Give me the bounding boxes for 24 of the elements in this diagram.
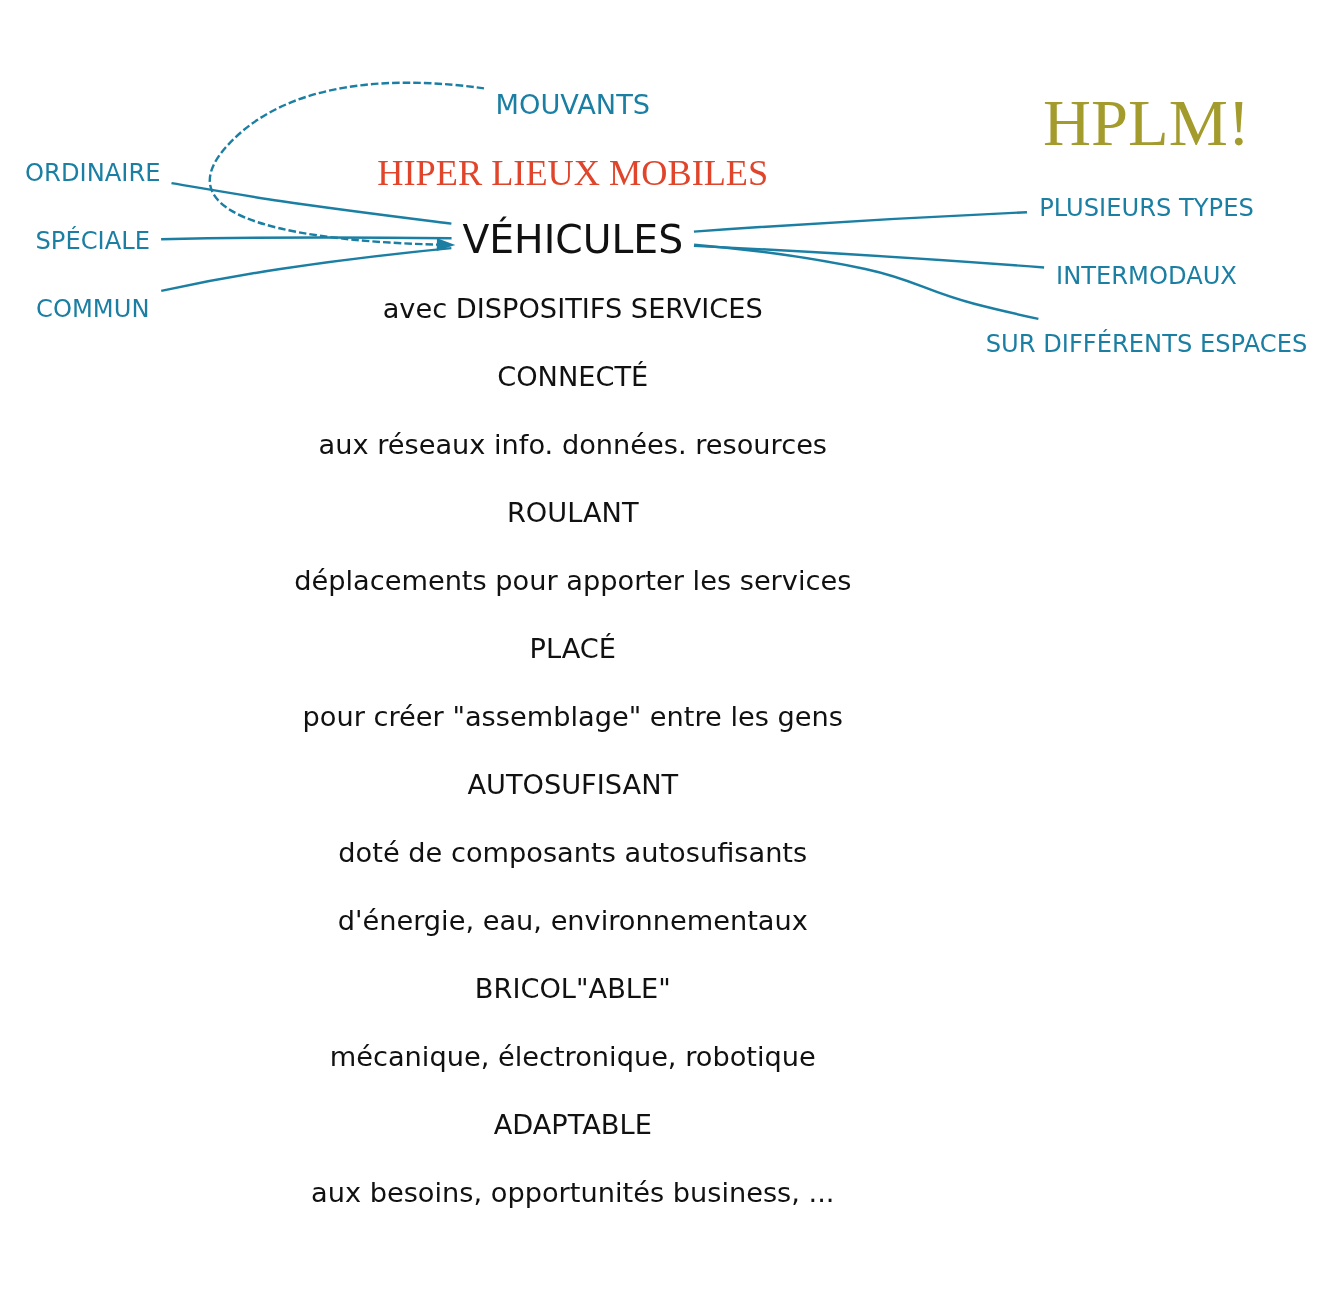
node-text: ORDINAIRE <box>25 158 161 187</box>
node-text: COMMUN <box>36 294 150 323</box>
label: aux réseaux info. données. resources <box>318 428 828 460</box>
node-text: PLUSIEURS TYPES <box>1039 193 1254 222</box>
node-text: SUR DIFFÉRENTS ESPACES <box>985 329 1308 358</box>
node-text: INTERMODAUX <box>1056 261 1237 290</box>
label: doté de composants autosufisants <box>338 836 808 868</box>
label: avec DISPOSITIFS SERVICES <box>382 292 763 324</box>
node-text: VÉHICULES <box>462 216 684 262</box>
label: ADAPTABLE <box>493 1108 652 1140</box>
label: HIPER LIEUX MOBILES <box>377 152 769 193</box>
label: pour créer "assemblage" entre les gens <box>302 700 843 732</box>
label: mécanique, électronique, robotique <box>329 1040 816 1072</box>
label: aux besoins, opportunités business, ... <box>311 1176 835 1208</box>
label: PLACÉ <box>529 632 617 664</box>
label: HPLM! <box>1043 85 1250 159</box>
label: déplacements pour apporter les services <box>294 564 852 596</box>
label: BRICOL"ABLE" <box>474 972 671 1004</box>
label: AUTOSUFISANT <box>467 768 679 800</box>
label: ROULANT <box>506 496 639 528</box>
node-text: MOUVANTS <box>495 88 651 120</box>
label: d'énergie, eau, environnementaux <box>337 904 808 936</box>
node-text: SPÉCIALE <box>35 226 151 255</box>
label: CONNECTÉ <box>497 360 649 392</box>
